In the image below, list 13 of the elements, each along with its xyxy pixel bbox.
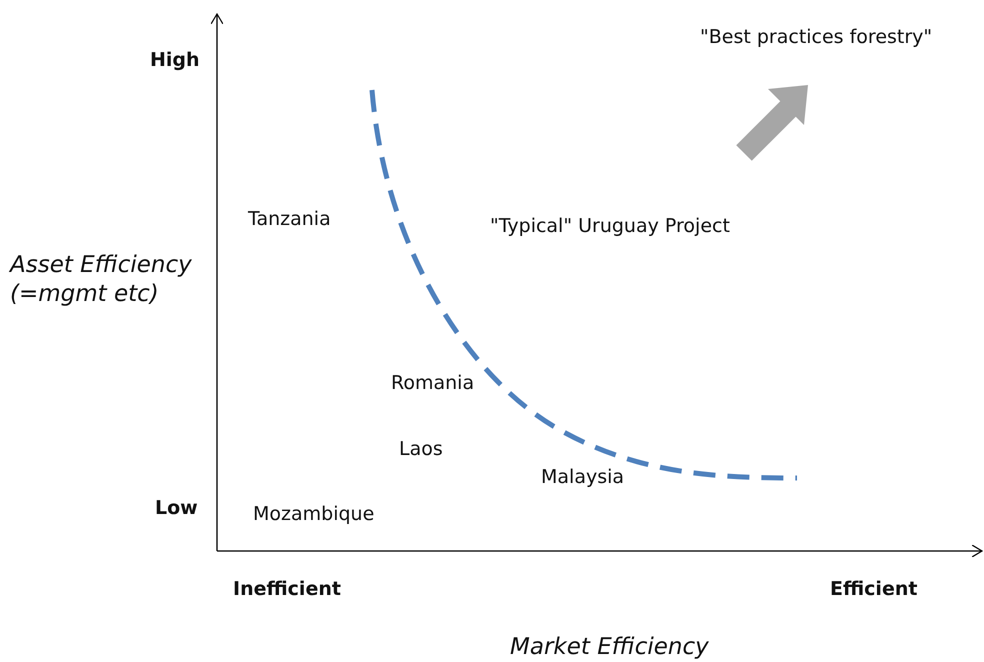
data-label: "Typical" Uruguay Project (490, 215, 730, 239)
axis-title: Market Efficiency (510, 633, 709, 662)
data-label: Tanzania (248, 208, 331, 232)
axis-tick-label: Inefficient (233, 578, 341, 602)
axis-title: Asset Efficiency (=mgmt etc) (10, 251, 193, 308)
data-label: Mozambique (253, 503, 374, 527)
axis-tick-label: Efficient (830, 578, 918, 602)
data-label: Malaysia (541, 466, 624, 490)
data-label: Romania (391, 372, 474, 396)
axis-tick-label: Low (155, 497, 198, 521)
axis-tick-label: High (150, 49, 200, 73)
data-label: Laos (399, 438, 443, 462)
annotation-text: "Best practices forestry" (700, 26, 932, 50)
